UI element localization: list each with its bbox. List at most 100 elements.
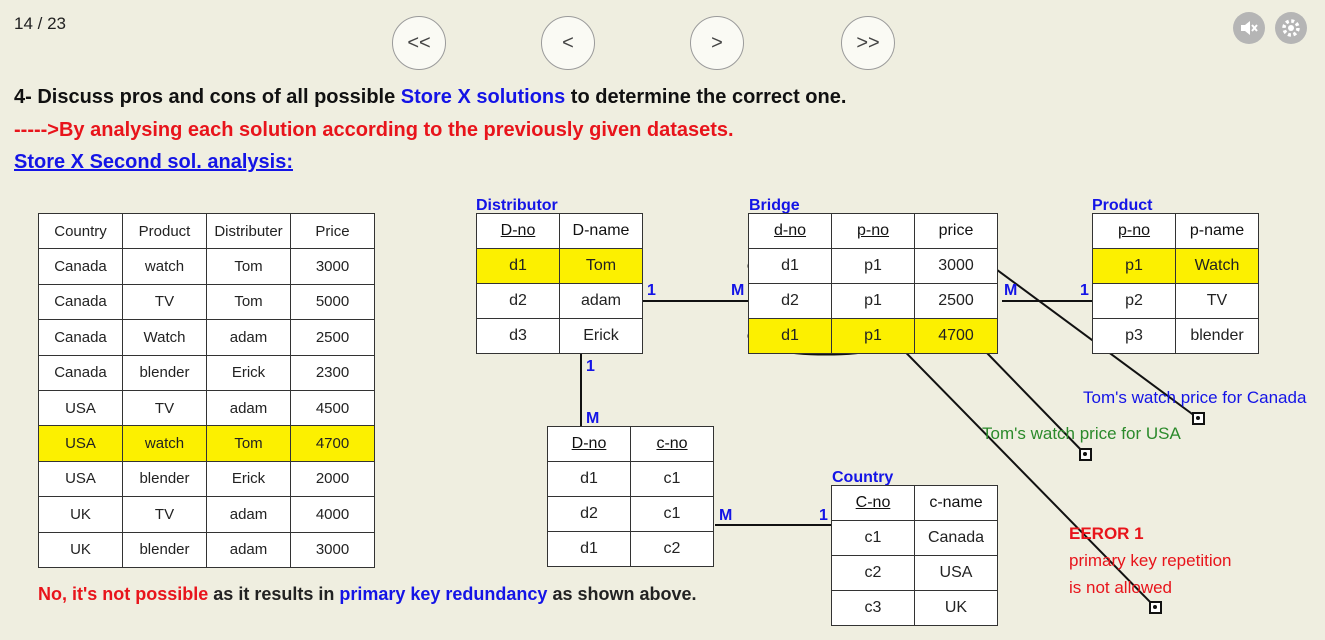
- previous-page-button[interactable]: <: [541, 16, 595, 70]
- table-cell: p1: [1092, 248, 1176, 284]
- table-row: c2 USA: [831, 555, 998, 591]
- table-header-row: d-no p-no price: [748, 213, 998, 249]
- table-cell: TV: [122, 283, 207, 321]
- table-cell: TV: [122, 496, 207, 533]
- gear-icon[interactable]: [1275, 12, 1307, 44]
- table-row: d3 Erick: [476, 318, 643, 354]
- table-row: d1 p1 3000: [748, 248, 998, 284]
- annotation-usa-price: Tom's watch price for USA: [982, 424, 1181, 443]
- column-header: Price: [290, 212, 375, 250]
- table-row: c3 UK: [831, 590, 998, 626]
- table-cell: adam: [206, 531, 291, 568]
- table-cell: 3000: [290, 248, 375, 285]
- last-page-button[interactable]: >>: [841, 16, 895, 70]
- table-cell: blender: [1175, 318, 1259, 354]
- error-line-1: primary key repetition: [1069, 551, 1232, 570]
- table-cell: d2: [476, 283, 560, 319]
- table-cell: adam: [206, 389, 291, 427]
- table-cell: Tom: [559, 248, 643, 284]
- table-cell: TV: [1175, 283, 1259, 319]
- conclusion-text: No, it's not possible as it results in p…: [38, 584, 696, 605]
- bridge-title: Bridge: [749, 197, 800, 214]
- table-cell: adam: [559, 283, 643, 319]
- column-header: p-no: [1092, 213, 1176, 249]
- table-cell: c1: [630, 496, 714, 532]
- table-cell: 4700: [914, 318, 998, 354]
- table-cell: USA: [38, 425, 123, 462]
- table-cell: watch: [122, 425, 207, 462]
- table-cell: 2300: [290, 354, 375, 391]
- table-row: p3 blender: [1092, 318, 1259, 354]
- column-header: C-no: [831, 485, 915, 521]
- column-header: d-no: [748, 213, 832, 249]
- table-cell: Canada: [38, 283, 123, 321]
- column-header: D-no: [547, 426, 631, 462]
- table-row: USA TV adam 4500: [38, 389, 375, 427]
- column-header: D-no: [476, 213, 560, 249]
- table-cell: c1: [831, 520, 915, 556]
- source-dataset-table: Country Product Distributer Price Canada…: [38, 212, 375, 568]
- conclusion-highlight: primary key redundancy: [339, 584, 548, 604]
- page-counter: 14 / 23: [14, 14, 66, 33]
- table-cell: TV: [122, 389, 207, 427]
- table-row: d1 c1: [547, 461, 714, 497]
- heading-text-2: to determine the correct one.: [565, 86, 847, 108]
- table-cell: Watch: [122, 319, 207, 356]
- table-row-highlighted: d1 Tom: [476, 248, 643, 284]
- column-header: Country: [38, 212, 123, 250]
- table-header-row: C-no c-name: [831, 485, 998, 521]
- country-title: Country: [832, 469, 894, 486]
- table-cell: UK: [38, 531, 123, 568]
- cardinality-label: M: [731, 282, 745, 299]
- table-row: d2 p1 2500: [748, 283, 998, 319]
- table-cell: d1: [476, 248, 560, 284]
- column-header: p-name: [1175, 213, 1259, 249]
- column-header: c-no: [630, 426, 714, 462]
- column-header: D-name: [559, 213, 643, 249]
- table-row: Canada Watch adam 2500: [38, 319, 375, 356]
- distributor-title: Distributor: [476, 197, 558, 214]
- table-cell: d3: [476, 318, 560, 354]
- table-cell: d1: [547, 531, 631, 567]
- table-row: USA blender Erick 2000: [38, 460, 375, 498]
- conclusion-text-2: as shown above.: [547, 584, 697, 604]
- product-title: Product: [1092, 197, 1153, 214]
- table-cell: Canada: [38, 319, 123, 356]
- distributor-country-table: D-no c-no d1 c1 d2 c1 d1 c2: [547, 426, 714, 567]
- table-row-highlighted: USA watch Tom 4700: [38, 425, 375, 462]
- next-page-button[interactable]: >: [690, 16, 744, 70]
- table-cell: USA: [38, 389, 123, 427]
- anchor-box[interactable]: [1192, 412, 1205, 425]
- error-line-2: is not allowed: [1069, 578, 1173, 597]
- table-row: Canada watch Tom 3000: [38, 248, 375, 285]
- table-cell: blender: [122, 531, 207, 568]
- table-row: c1 Canada: [831, 520, 998, 556]
- table-row: p2 TV: [1092, 283, 1259, 319]
- column-header: price: [914, 213, 998, 249]
- table-cell: USA: [914, 555, 998, 591]
- heading-text-1: 4- Discuss pros and cons of all possible: [14, 86, 401, 108]
- table-cell: UK: [914, 590, 998, 626]
- table-cell: 4500: [290, 389, 375, 427]
- table-cell: Tom: [206, 425, 291, 462]
- speaker-muted-icon[interactable]: [1233, 12, 1265, 44]
- first-page-button[interactable]: <<: [392, 16, 446, 70]
- table-cell: UK: [38, 496, 123, 533]
- error-title: EEROR 1: [1069, 524, 1144, 543]
- table-cell: watch: [122, 248, 207, 285]
- cardinality-label: 1: [586, 358, 595, 375]
- table-cell: d1: [547, 461, 631, 497]
- anchor-box[interactable]: [1149, 601, 1162, 614]
- table-header-row: D-no c-no: [547, 426, 714, 462]
- table-cell: 4000: [290, 496, 375, 533]
- table-row: d2 c1: [547, 496, 714, 532]
- section-link[interactable]: Store X Second sol. analysis:: [14, 151, 293, 173]
- table-cell: Canada: [914, 520, 998, 556]
- table-cell: 3000: [290, 531, 375, 568]
- table-cell: p1: [831, 283, 915, 319]
- anchor-box[interactable]: [1079, 448, 1092, 461]
- table-cell: p1: [831, 248, 915, 284]
- table-cell: d1: [748, 318, 832, 354]
- table-cell: adam: [206, 319, 291, 356]
- table-cell: Erick: [206, 354, 291, 391]
